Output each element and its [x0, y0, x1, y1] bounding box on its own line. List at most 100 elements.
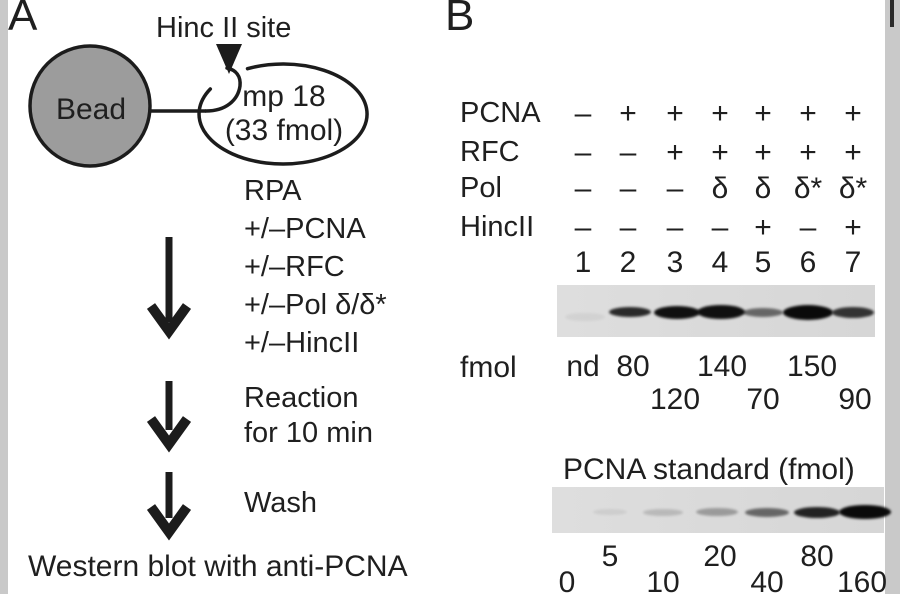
condition-cell: +: [711, 97, 729, 130]
reaction-blot-image: [557, 285, 875, 337]
condition-cell: –: [711, 211, 729, 244]
condition-cell: +: [754, 97, 772, 130]
lane-number: 4: [711, 246, 729, 279]
panel-a-label: A: [8, 0, 38, 40]
standard-blot-image: [552, 487, 891, 533]
lane-number: 7: [844, 246, 862, 279]
condition-cell: –: [666, 172, 684, 205]
blot-band-lane4: [697, 305, 745, 319]
right-gray-strip: [885, 0, 900, 594]
condition-cell: –: [666, 211, 684, 244]
condition-cell: +: [844, 136, 862, 169]
condition-cell: δ*: [838, 172, 868, 205]
pcna-standard-title: PCNA standard (fmol): [563, 453, 855, 486]
plasmid-tail-curve: [204, 66, 242, 113]
condition-cell: +: [754, 136, 772, 169]
condition-cell: –: [574, 211, 592, 244]
panel-b-label: B: [445, 0, 475, 40]
condition-cell: +: [666, 97, 684, 130]
addition-item: +/–RFC: [244, 251, 345, 283]
standard-band-5: [593, 509, 627, 515]
standard-amount-160: 160: [836, 566, 888, 594]
bead-circle: [28, 44, 152, 168]
hincii-site-label: Hinc II site: [156, 12, 292, 44]
fmol-value-lane7: 90: [838, 383, 872, 416]
standard-amount-40: 40: [750, 566, 784, 594]
condition-cell: –: [574, 136, 592, 169]
blot-band-lane1: [565, 313, 605, 321]
condition-cell: +: [666, 136, 684, 169]
flow-arrow-icon: [146, 381, 192, 453]
bead-label: Bead: [55, 93, 127, 126]
left-gray-strip: [0, 0, 8, 594]
standard-band-20: [696, 508, 738, 516]
row-label: RFC: [460, 136, 520, 168]
blot-band-lane2: [609, 307, 651, 317]
standard-band-40: [745, 508, 789, 517]
fmol-value-lane3: 120: [649, 383, 701, 416]
standard-band-80: [794, 507, 840, 518]
blot-band-lane3: [654, 306, 700, 319]
lane-number: 3: [666, 246, 684, 279]
condition-row-pcna: PCNA – + + + + + +: [0, 97, 900, 133]
row-label: Pol: [460, 172, 502, 204]
addition-item: RPA: [244, 175, 302, 207]
standard-amount-80: 80: [800, 540, 834, 573]
fmol-value-lane6: 150: [786, 350, 838, 383]
condition-row-pol: Pol – – – δ δ δ* δ*: [0, 172, 900, 208]
condition-cell: –: [619, 211, 637, 244]
plasmid-ellipse: [197, 62, 369, 166]
condition-row-hincii: HincII – – – – + – +: [0, 211, 900, 247]
standard-band-160: [839, 505, 891, 519]
flow-arrow-icon: [146, 237, 192, 340]
template-name: mp 18: [242, 80, 326, 113]
lane-number: 5: [754, 246, 772, 279]
condition-cell: δ: [754, 172, 772, 205]
condition-cell: –: [619, 172, 637, 205]
fmol-row-label: fmol: [460, 351, 517, 384]
condition-row-rfc: RFC – – + + + + +: [0, 136, 900, 172]
flow-arrow-icon: [146, 472, 192, 541]
standard-amount-20: 20: [703, 540, 737, 573]
condition-cell: +: [844, 211, 862, 244]
condition-cell: –: [619, 136, 637, 169]
condition-cell: δ*: [793, 172, 823, 205]
standard-amount-5: 5: [601, 540, 619, 573]
addition-item: +/–HincII: [244, 327, 360, 359]
condition-cell: +: [799, 136, 817, 169]
standard-amount-0: 0: [558, 566, 576, 594]
lane-number: 2: [619, 246, 637, 279]
row-label: HincII: [460, 211, 535, 243]
condition-cell: –: [574, 172, 592, 205]
condition-cell: +: [711, 136, 729, 169]
standard-band-10: [643, 509, 683, 516]
fmol-value-lane1: nd: [566, 350, 600, 383]
reaction-step-label: Reaction for 10 min: [244, 381, 373, 451]
blot-band-lane6: [783, 305, 833, 320]
addition-item: +/–Pol δ/δ*: [244, 289, 387, 321]
wash-step-label: Wash: [244, 487, 318, 519]
template-amount: (33 fmol): [224, 114, 344, 148]
lane-number-row: 1 2 3 4 5 6 7: [0, 246, 900, 282]
condition-cell: δ: [711, 172, 729, 205]
lane-number: 1: [574, 246, 592, 279]
reaction-duration: for 10 min: [244, 417, 373, 449]
standard-amount-10: 10: [646, 566, 680, 594]
crop-artifact-line: [890, 0, 894, 27]
additions-list: RPA +/–PCNA +/–RFC +/–Pol δ/δ* +/–HincII: [244, 172, 387, 362]
condition-cell: +: [799, 97, 817, 130]
row-label: PCNA: [460, 97, 541, 129]
western-blot-caption: Western blot with anti-PCNA: [28, 550, 408, 583]
addition-item: +/–PCNA: [244, 213, 366, 245]
workflow-diagram: [28, 44, 369, 541]
fmol-value-lane4: 140: [696, 350, 748, 383]
fmol-value-lane2: 80: [616, 350, 650, 383]
condition-cell: +: [619, 97, 637, 130]
hincii-site-pointer-icon: [216, 44, 242, 74]
condition-cell: +: [844, 97, 862, 130]
blot-band-lane7: [832, 307, 874, 318]
condition-cell: –: [574, 97, 592, 130]
reaction-line: Reaction: [244, 382, 359, 414]
blot-band-lane5: [743, 308, 783, 317]
